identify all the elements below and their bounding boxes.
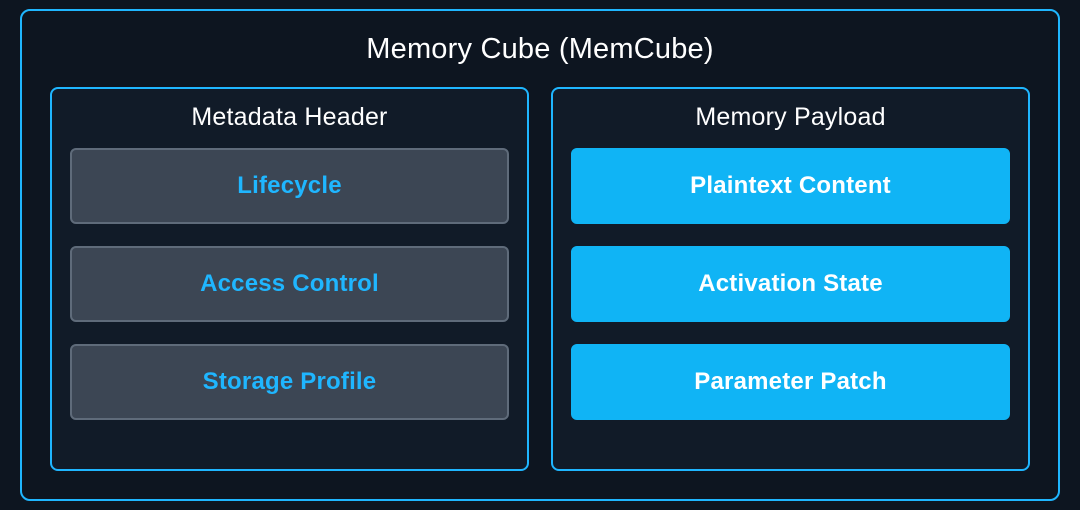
- panel-metadata-header: Metadata Header Lifecycle Access Control…: [50, 87, 529, 471]
- panel-title-metadata-header: Metadata Header: [191, 103, 388, 131]
- item-lifecycle: Lifecycle: [70, 148, 509, 224]
- memcube-container: Memory Cube (MemCube) Metadata Header Li…: [20, 9, 1060, 501]
- item-label: Lifecycle: [237, 172, 342, 199]
- item-storage-profile: Storage Profile: [70, 344, 509, 420]
- diagram-title: Memory Cube (MemCube): [366, 33, 714, 65]
- panel-memory-payload: Memory Payload Plaintext Content Activat…: [551, 87, 1030, 471]
- item-access-control: Access Control: [70, 246, 509, 322]
- panel-items-memory-payload: Plaintext Content Activation State Param…: [571, 148, 1010, 451]
- item-label: Storage Profile: [202, 368, 377, 395]
- item-label: Plaintext Content: [690, 172, 891, 199]
- item-plaintext-content: Plaintext Content: [571, 148, 1010, 224]
- item-parameter-patch: Parameter Patch: [571, 344, 1010, 420]
- panel-items-metadata-header: Lifecycle Access Control Storage Profile: [70, 148, 509, 451]
- item-label: Access Control: [200, 270, 379, 297]
- item-label: Activation State: [698, 270, 883, 297]
- item-activation-state: Activation State: [571, 246, 1010, 322]
- panel-title-memory-payload: Memory Payload: [695, 103, 886, 131]
- panel-row: Metadata Header Lifecycle Access Control…: [50, 87, 1030, 471]
- item-label: Parameter Patch: [694, 368, 887, 395]
